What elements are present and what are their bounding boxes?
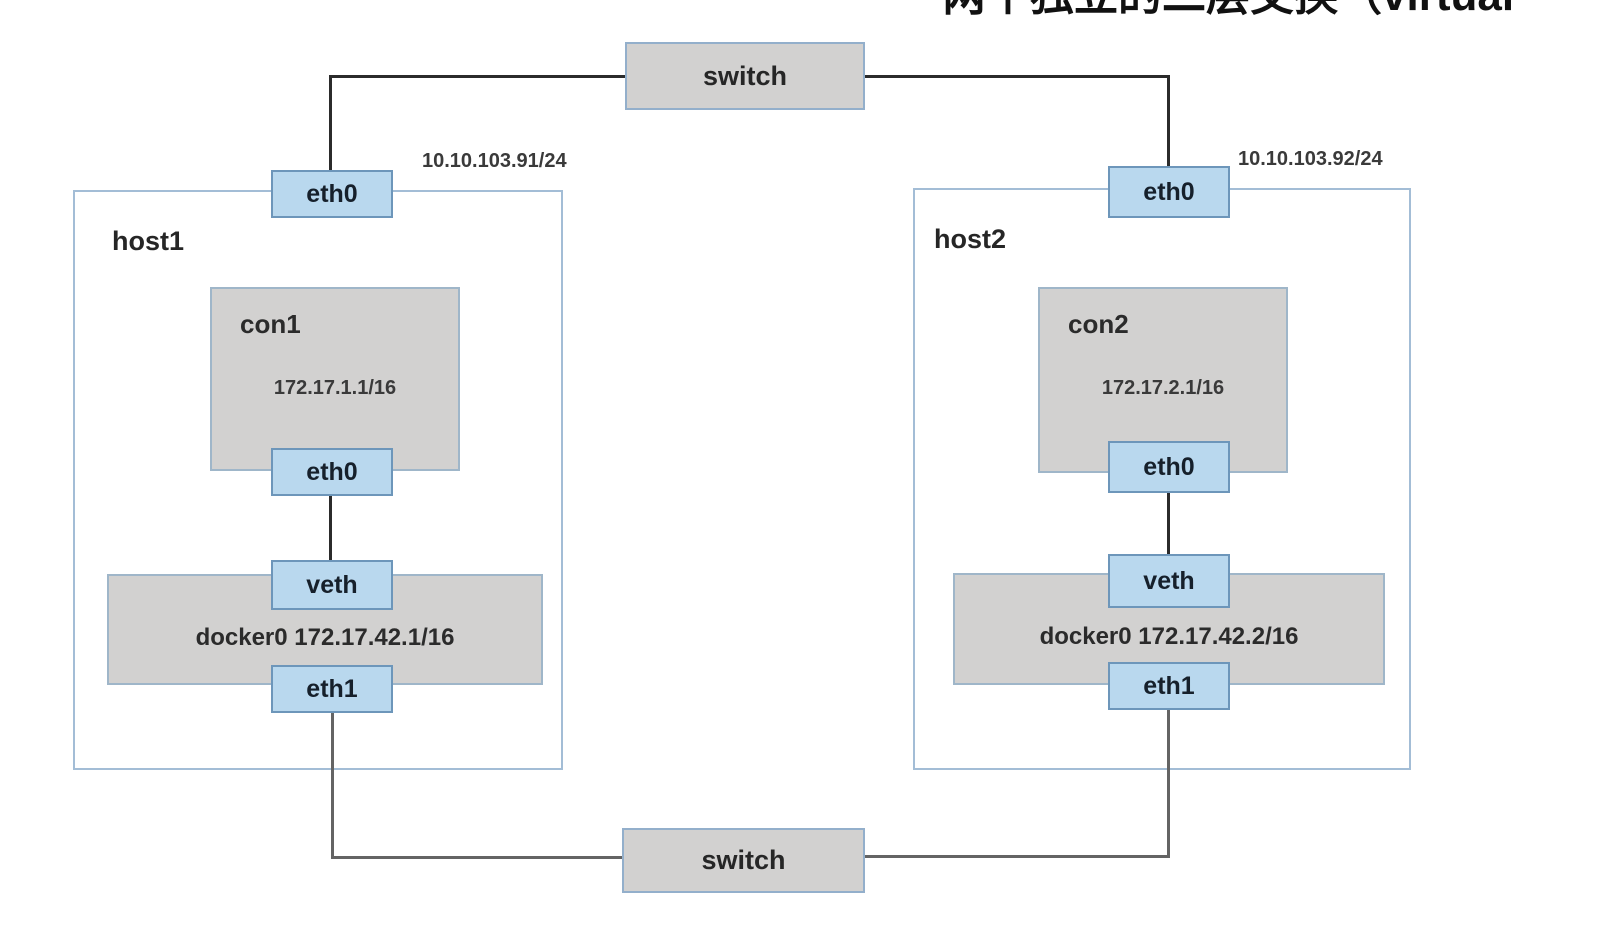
host1-veth-label: veth: [306, 570, 358, 599]
link-bottom-switch-to-host2: [864, 855, 1170, 858]
con1-label: con1: [240, 309, 301, 339]
host2-eth1-interface: eth1: [1108, 662, 1230, 710]
con1-eth0-label: eth0: [306, 457, 358, 486]
switch-node-top: switch: [625, 42, 865, 110]
switch-bottom-label: switch: [701, 845, 786, 875]
con2-ip: 172.17.2.1/16: [1101, 377, 1225, 399]
link-top-switch-to-host2: [863, 75, 1170, 78]
host2-veth-interface: veth: [1108, 554, 1230, 608]
con1-eth0-interface: eth0: [271, 448, 393, 496]
con2-eth0-interface: eth0: [1108, 441, 1230, 493]
link-host1-eth0-up: [329, 76, 332, 172]
switch-top-label: switch: [702, 60, 788, 91]
link-host2-eth1-down: [1167, 708, 1170, 858]
host1-eth0-ip: 10.10.103.91/24: [422, 150, 567, 172]
host2-eth1-label: eth1: [1143, 671, 1195, 700]
link-con1-eth0-to-veth: [329, 494, 332, 562]
host2-eth0-label: eth0: [1143, 177, 1195, 206]
con1-box: con1 172.17.1.1/16: [210, 287, 460, 471]
switch-node-bottom: switch: [622, 828, 865, 893]
con2-label: con2: [1068, 309, 1129, 339]
link-con2-eth0-to-veth: [1167, 491, 1170, 556]
host2-eth0-interface: eth0: [1108, 166, 1230, 218]
host1-eth0-label: eth0: [306, 179, 358, 208]
host2-eth0-ip: 10.10.103.92/24: [1238, 148, 1383, 170]
link-host1-to-bottom-switch: [331, 856, 623, 859]
host1-veth-interface: veth: [271, 560, 393, 610]
host2-label: host2: [934, 224, 1007, 254]
host1-eth1-interface: eth1: [271, 665, 393, 713]
clipped-caption: 两个独立的二层交换（virtual: [942, 0, 1514, 18]
con1-ip: 172.17.1.1/16: [273, 377, 397, 399]
link-host1-to-top-switch: [329, 75, 627, 78]
link-host1-eth1-down: [331, 711, 334, 858]
link-host2-eth0-up: [1167, 75, 1170, 168]
con2-eth0-label: eth0: [1143, 452, 1195, 481]
host2-docker0-label: docker0 172.17.42.2/16: [1039, 623, 1299, 650]
host2-veth-label: veth: [1143, 566, 1195, 595]
host1-docker0-label: docker0 172.17.42.1/16: [195, 624, 455, 651]
host1-label: host1: [112, 226, 185, 256]
host1-eth1-label: eth1: [306, 674, 358, 703]
host1-eth0-interface: eth0: [271, 170, 393, 218]
